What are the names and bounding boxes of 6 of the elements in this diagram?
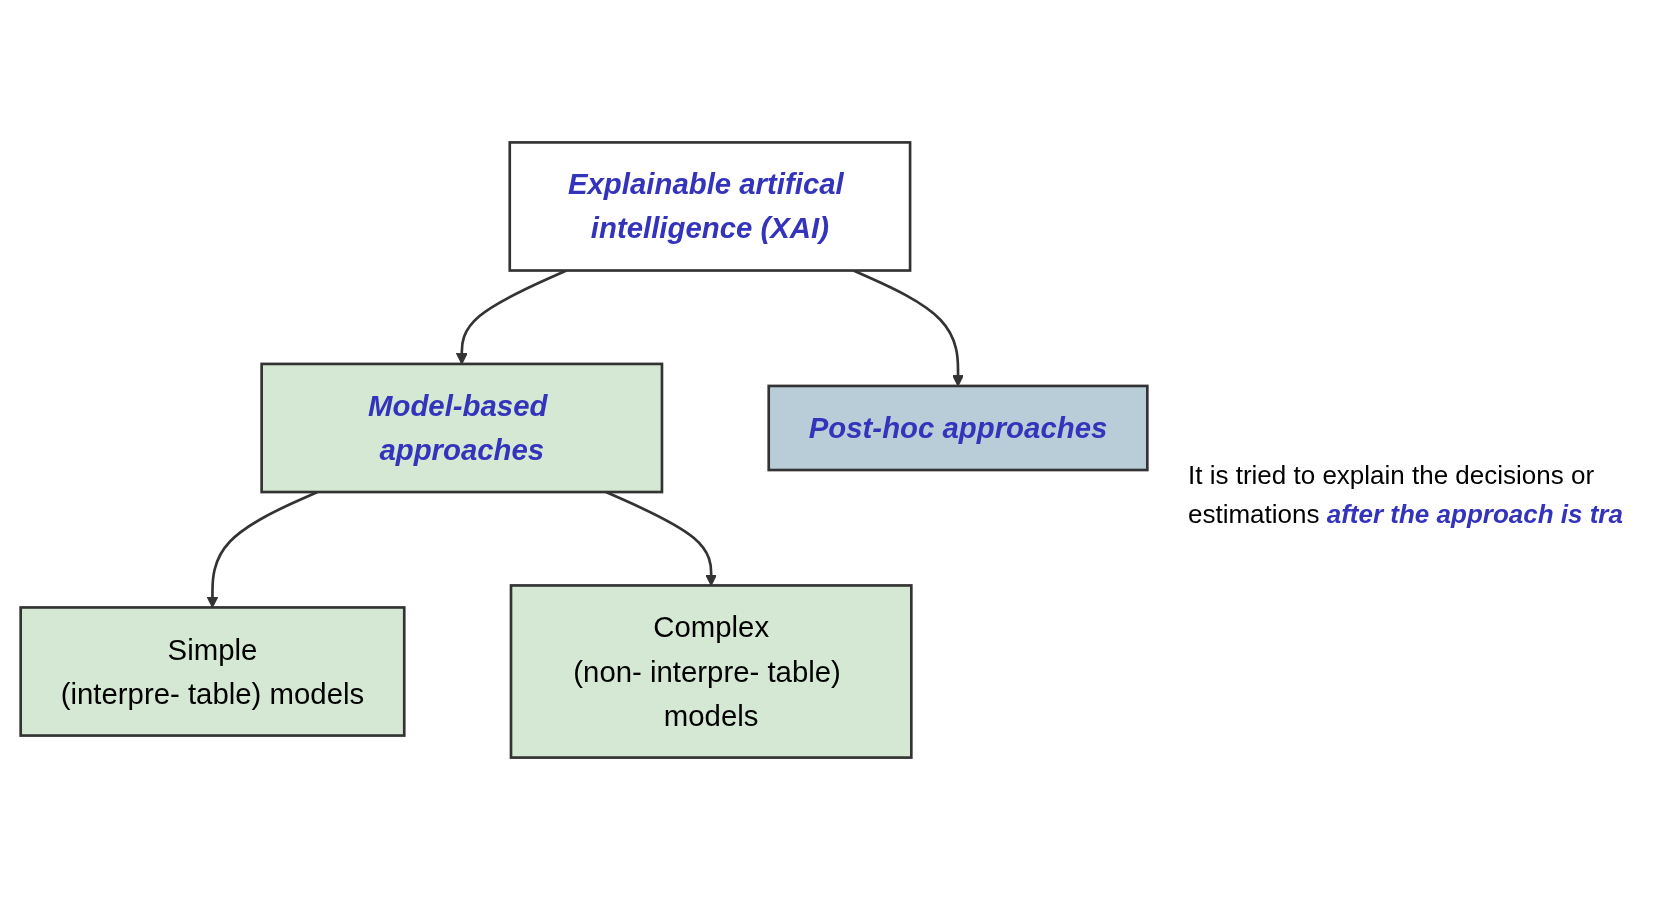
note-text: It is tried to explain the decisions or estimations after the approach is tra [1188,459,1624,531]
node-box: Model-based approaches [260,362,664,494]
node-box: Complex (non- interpre- table) models [509,584,913,759]
node-box: Post-hoc approaches [767,384,1149,472]
node-box: Explainable artifical intelligence (XAI) [508,141,912,272]
node-box: Simple (interpre- table) models [19,606,406,737]
